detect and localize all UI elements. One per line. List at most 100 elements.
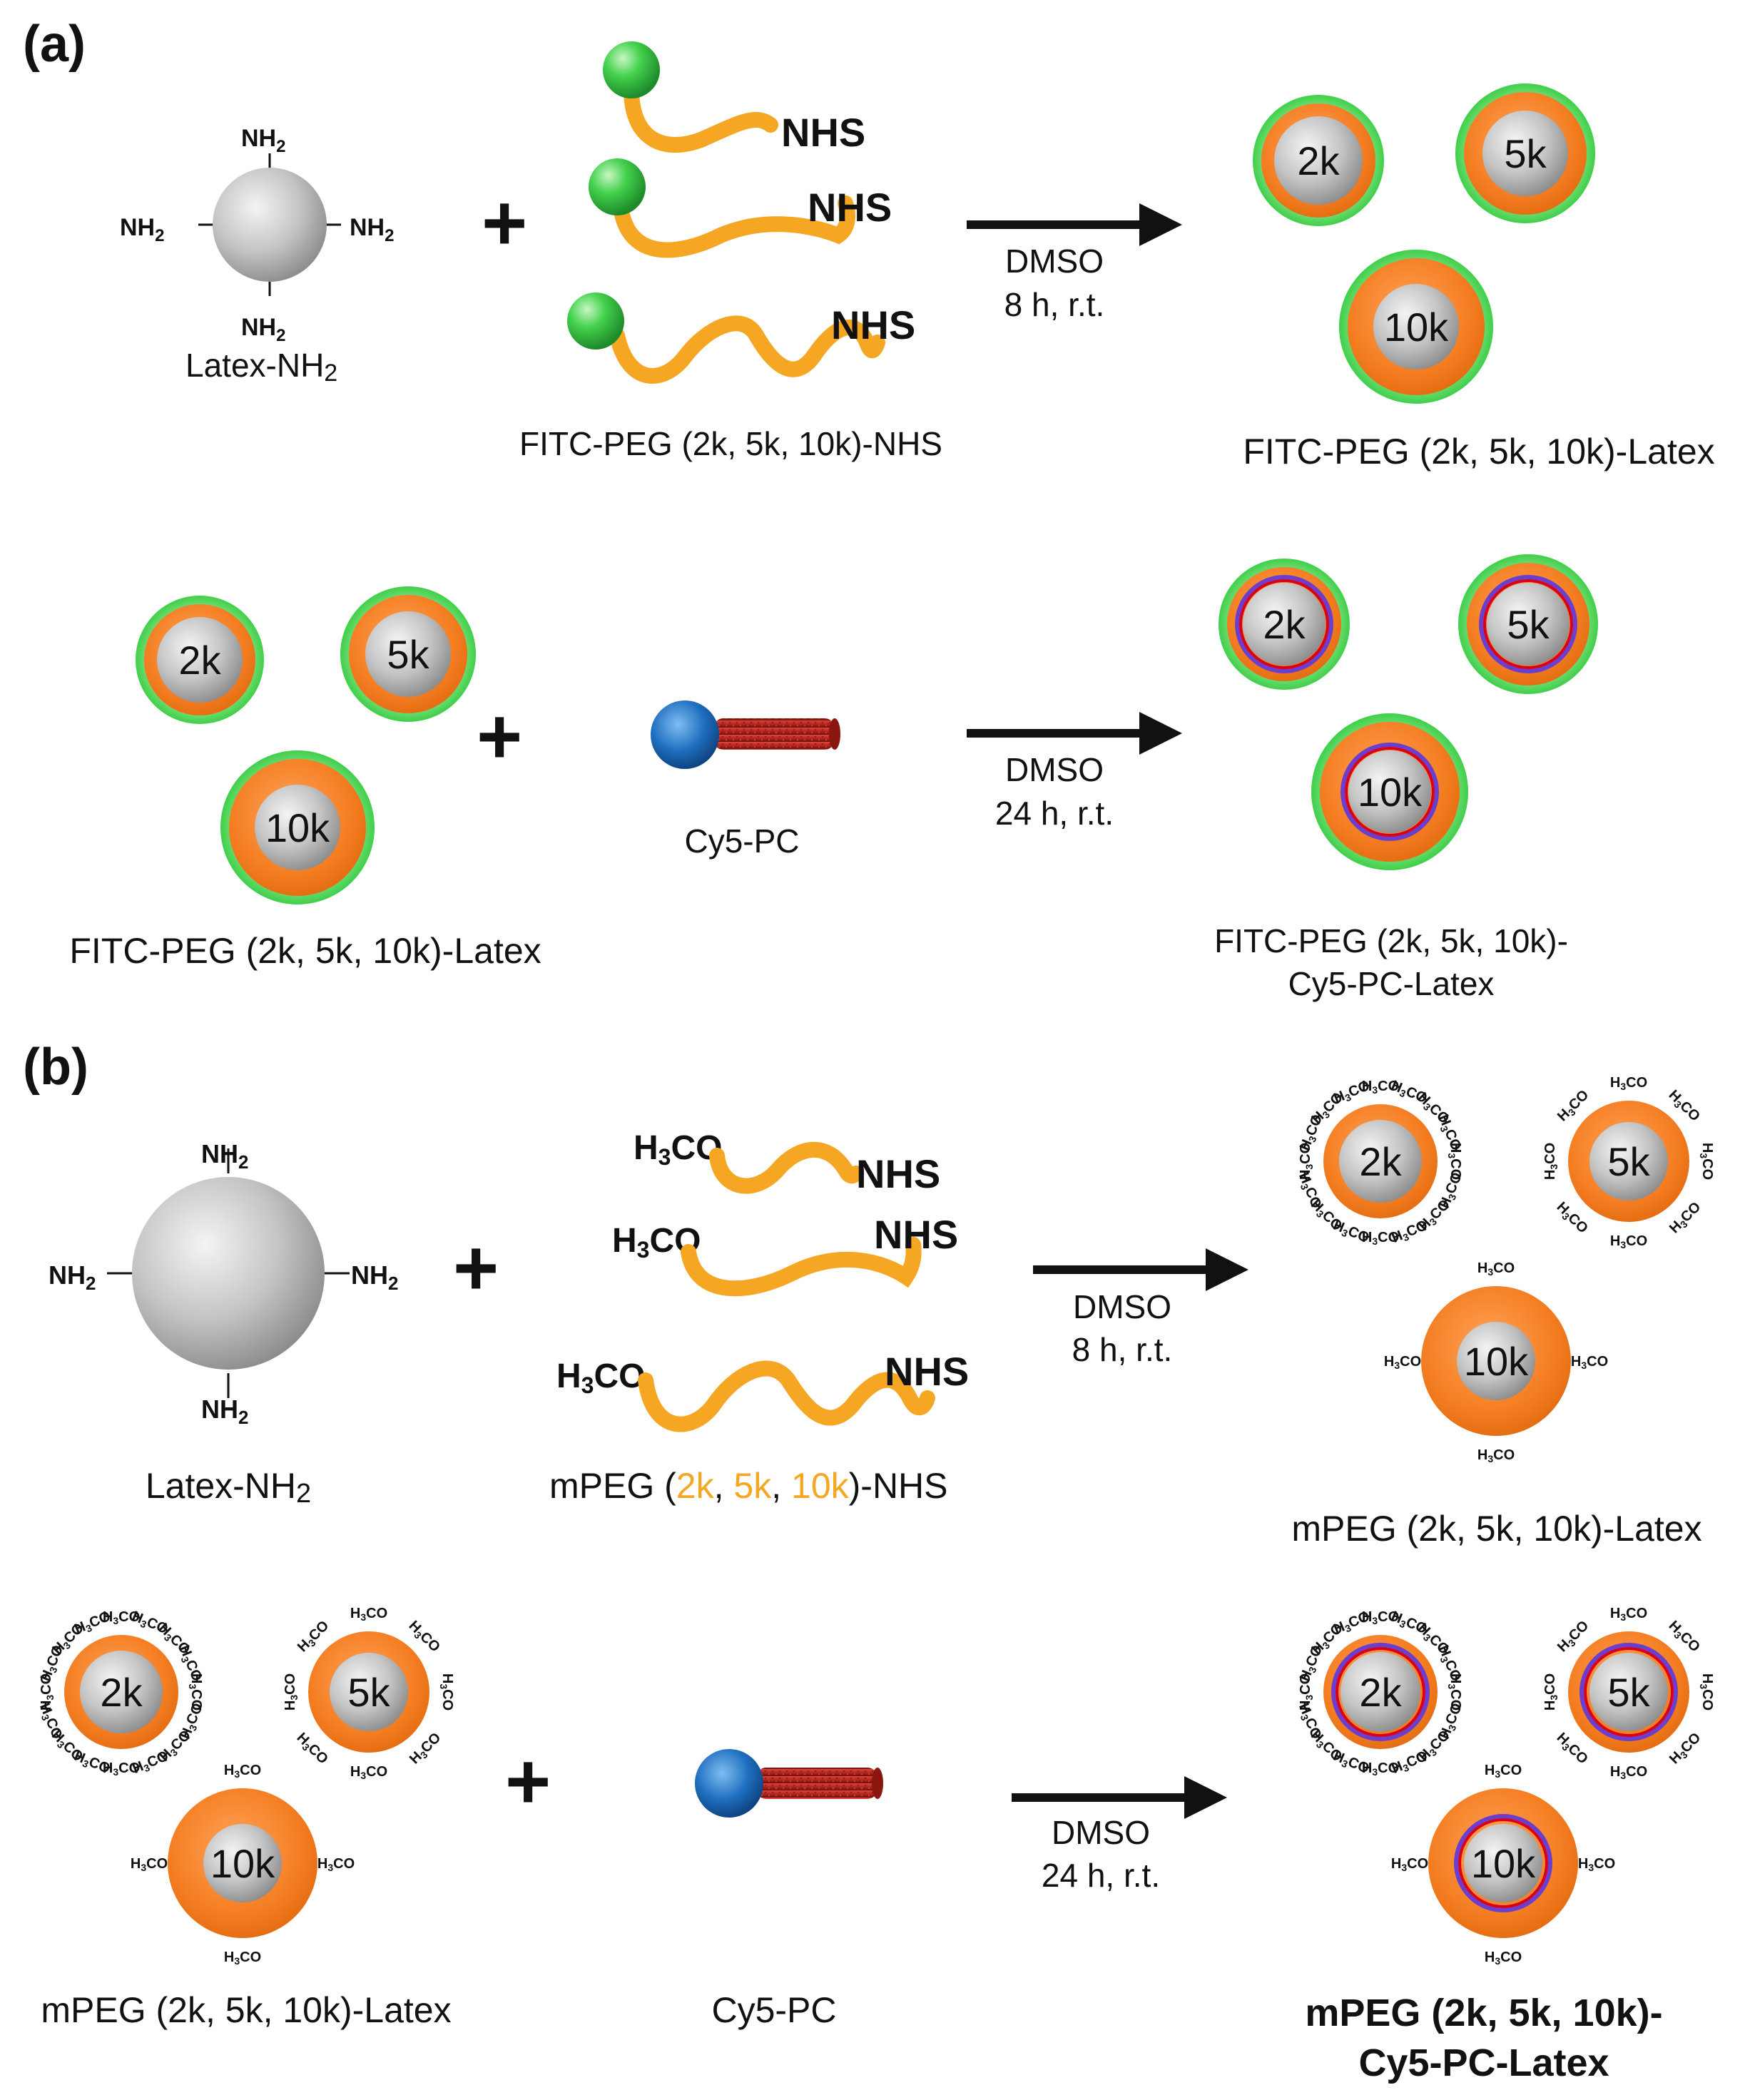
mpeg-latex-2k-reactant: H3COH3COH3COH3COH3COH3COH3COH3COH3COH3CO…	[36, 1609, 206, 1778]
panel-label-a: (a)	[23, 16, 86, 73]
amine-bottom: NH2	[201, 1395, 248, 1428]
methoxy-terminal-label: H3CO	[1610, 1764, 1647, 1781]
methoxy-terminal-label: H3CO	[39, 1673, 56, 1711]
methoxy-terminal-label: H3CO	[103, 1760, 140, 1778]
size-label-2k: 2k	[1359, 1139, 1402, 1184]
methoxy-terminal-label: H3CO	[1362, 1230, 1399, 1247]
methoxy-terminal-label: H3CO	[1362, 1609, 1399, 1626]
cy5-pc-molecule-b	[695, 1749, 883, 1818]
size-label-5k: 5k	[1607, 1139, 1650, 1184]
methoxy-terminal-label: H3CO	[103, 1609, 140, 1626]
panel-label-b: (b)	[23, 1039, 88, 1096]
fitc-ball-icon	[589, 158, 646, 215]
plus-sign-a1: +	[482, 179, 527, 267]
mpeg-latex-reactant-label: mPEG (2k, 5k, 10k)-Latex	[41, 1990, 451, 2030]
methoxy-terminal-label: H3CO	[1571, 1354, 1608, 1371]
methoxy-terminal-label: H3CO	[1485, 1949, 1522, 1967]
fitc-peg-cy5-latex-5k: 5k	[1458, 554, 1598, 694]
mpeg-cy5-label-line2: Cy5-PC-Latex	[1358, 2042, 1609, 2084]
reaction-1-time: 8 h, r.t.	[1004, 286, 1105, 323]
methoxy-terminal-label: H3CO	[1477, 1447, 1515, 1464]
fitc-peg-latex-5k-reactant: 5k	[340, 586, 476, 722]
reaction-4-time: 24 h, r.t.	[1042, 1857, 1160, 1894]
amine-right: NH2	[351, 1260, 398, 1294]
methoxy-terminal-label: H3CO	[350, 1764, 387, 1781]
size-label-5k: 5k	[1607, 1670, 1650, 1715]
fitc-peg-nhs-label: FITC-PEG (2k, 5k, 10k)-NHS	[519, 425, 942, 462]
fitc-ball-icon	[567, 292, 624, 350]
methoxy-terminal-label: H3CO	[72, 1609, 113, 1638]
fitc-peg-cy5-latex-2k: 2k	[1219, 559, 1350, 690]
fitc-cy5-label-line1: FITC-PEG (2k, 5k, 10k)-	[1214, 922, 1568, 959]
methoxy-terminal-label: H3CO	[317, 1856, 355, 1873]
fitc-peg-nhs-chains: NHS NHS NHS	[567, 41, 915, 384]
cy5-pc-label-b: Cy5-PC	[711, 1990, 836, 2030]
size-label-10k: 10k	[210, 1841, 275, 1886]
methoxy-label-1: H3CO	[634, 1129, 722, 1170]
methoxy-terminal-label: H3CO	[1610, 1075, 1647, 1092]
cy5-pc-label-a: Cy5-PC	[684, 822, 799, 860]
size-label-10k: 10k	[1471, 1841, 1536, 1886]
methoxy-terminal-label: H3CO	[1362, 1079, 1399, 1096]
latex-nh2-label-a: Latex-NH2	[185, 347, 337, 387]
plus-sign-b1: +	[453, 1224, 499, 1312]
reaction-2-time: 24 h, r.t.	[995, 795, 1114, 832]
amine-bottom: NH2	[241, 314, 285, 345]
size-label-10k: 10k	[1464, 1339, 1529, 1384]
methoxy-terminal-label: H3CO	[1298, 1673, 1315, 1711]
mpeg-nhs-label: mPEG (2k, 5k, 10k)-NHS	[549, 1466, 948, 1506]
methoxy-terminal-label: H3CO	[1542, 1673, 1560, 1711]
size-label-5k: 5k	[347, 1670, 390, 1715]
methoxy-terminal-label: H3CO	[1610, 1606, 1647, 1623]
methoxy-terminal-label: H3CO	[438, 1673, 455, 1711]
mpeg-cy5-label-line1: mPEG (2k, 5k, 10k)-	[1305, 1992, 1662, 2034]
methoxy-terminal-label: H3CO	[1542, 1143, 1560, 1180]
nhs-label-6: NHS	[885, 1349, 969, 1394]
cy5-pc-molecule-a	[651, 700, 840, 769]
methoxy-terminal-label: H3CO	[224, 1763, 261, 1780]
reaction-2-solvent: DMSO	[1005, 751, 1104, 788]
plus-sign-b2: +	[505, 1738, 551, 1825]
methoxy-terminal-label: H3CO	[292, 1730, 331, 1768]
methoxy-terminal-label: H3CO	[407, 1730, 445, 1768]
size-label-2k: 2k	[1297, 138, 1340, 183]
nhs-label-5: NHS	[874, 1212, 958, 1257]
methoxy-terminal-label: H3CO	[1362, 1760, 1399, 1778]
reaction-3-time: 8 h, r.t.	[1072, 1331, 1173, 1368]
methoxy-terminal-label: H3CO	[1698, 1673, 1715, 1711]
methoxy-terminal-label: H3CO	[224, 1949, 261, 1967]
methoxy-terminal-label: H3CO	[1698, 1143, 1715, 1180]
methoxy-terminal-label: H3CO	[1446, 1673, 1463, 1711]
fitc-peg-latex-5k: 5k	[1455, 83, 1595, 223]
fitc-peg-latex-2k-reactant: 2k	[136, 596, 264, 724]
nhs-label-3: NHS	[831, 302, 915, 347]
cy5-dye-icon	[695, 1749, 763, 1818]
amine-right: NH2	[350, 214, 394, 245]
methoxy-terminal-label: H3CO	[1391, 1856, 1428, 1873]
methoxy-terminal-label: H3CO	[1331, 1078, 1372, 1108]
methoxy-terminal-label: H3CO	[1610, 1233, 1647, 1250]
methoxy-terminal-label: H3CO	[1298, 1143, 1315, 1180]
plus-sign-a2: +	[477, 693, 522, 780]
methoxy-terminal-label: H3CO	[1446, 1143, 1463, 1180]
methoxy-terminal-label: H3CO	[1477, 1260, 1515, 1278]
reaction-1-solvent: DMSO	[1005, 243, 1104, 280]
amine-top: NH2	[241, 125, 285, 156]
latex-nh2-particle-b: NH2 NH2 NH2 NH2	[49, 1139, 398, 1428]
size-label-2k: 2k	[1359, 1670, 1402, 1715]
mpeg-nhs-chains: H3CO NHS H3CO NHS H3CO NHS	[556, 1129, 969, 1432]
amine-left: NH2	[120, 214, 164, 245]
reaction-3-solvent: DMSO	[1073, 1288, 1171, 1325]
fitc-peg-latex-label: FITC-PEG (2k, 5k, 10k)-Latex	[1243, 432, 1714, 472]
size-label-10k: 10k	[1384, 305, 1449, 350]
fitc-peg-cy5-latex-10k: 10k	[1311, 713, 1468, 870]
methoxy-label-2: H3CO	[612, 1222, 701, 1263]
nhs-label-2: NHS	[808, 185, 892, 230]
